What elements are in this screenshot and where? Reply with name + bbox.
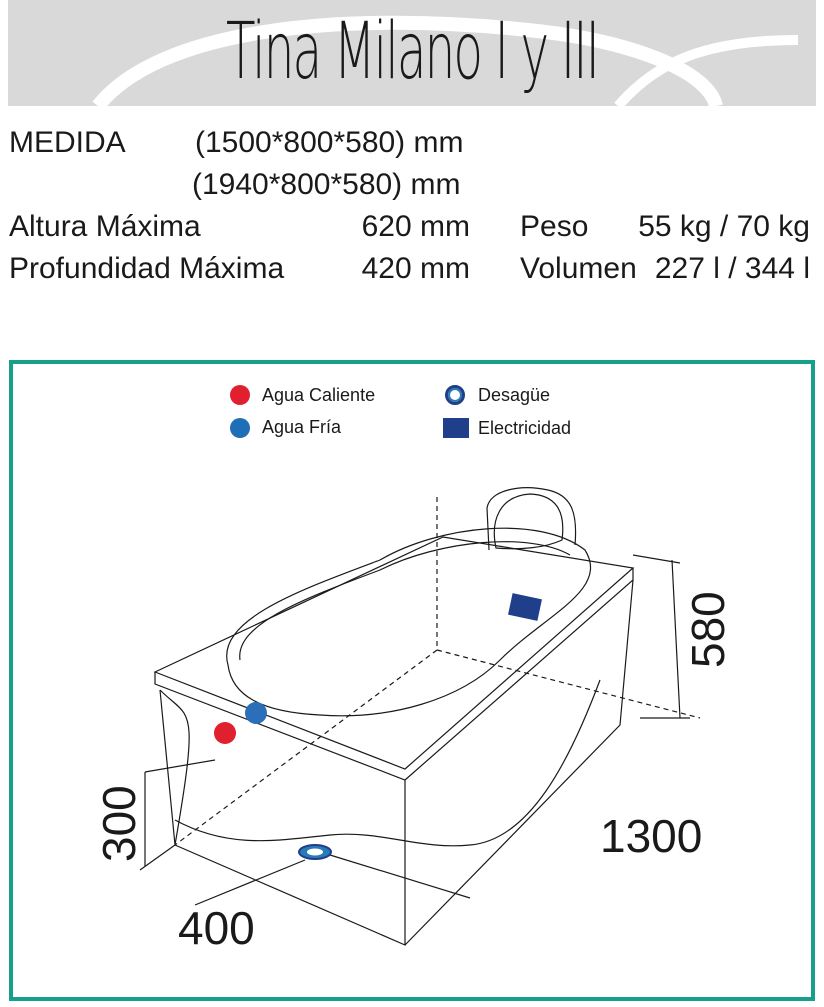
dim-length-label: 1300	[600, 810, 702, 862]
front-panel	[159, 689, 406, 946]
hidden-edge-right	[436, 649, 701, 719]
profundidad-label: Profundidad Máxima	[9, 252, 285, 285]
headrest-handle	[486, 487, 577, 551]
tub-basin-inner	[239, 541, 571, 661]
electricity-marker	[508, 593, 542, 621]
medida-label: MEDIDA	[9, 126, 126, 159]
hot-water-dot-icon	[230, 385, 250, 405]
drain-icon	[445, 385, 465, 405]
legend-cold-water: Agua Fría	[262, 417, 342, 437]
dim-1300-line	[329, 854, 471, 899]
apron-curve	[174, 679, 601, 847]
altura-value: 620 mm	[361, 210, 470, 243]
hidden-edge-left	[174, 649, 438, 846]
dim-height-label: 580	[682, 591, 734, 668]
drain-marker-center	[307, 848, 323, 856]
dim-400-line	[194, 859, 306, 906]
title-banner	[8, 0, 816, 106]
dim-580-line	[671, 559, 681, 719]
dim-300-top	[144, 759, 216, 773]
dim-300-bottom	[139, 844, 176, 871]
tub-rim-edge	[154, 568, 634, 781]
banner-swoosh	[92, 15, 799, 106]
legend-hot-water: Agua Caliente	[262, 385, 376, 405]
dim-580-top	[632, 554, 681, 564]
page-title: Tina Milano I y III	[225, 7, 600, 97]
cold-water-marker	[245, 702, 267, 724]
volumen-value: 227 l / 344 l	[654, 252, 810, 285]
tub-basin	[226, 527, 592, 717]
altura-label: Altura Máxima	[9, 210, 201, 243]
apron-left-curve	[159, 689, 190, 846]
peso-label: Peso	[520, 210, 589, 243]
medida-value-1: (1500*800*580) mm	[195, 126, 464, 159]
legend-drain: Desagüe	[478, 385, 551, 405]
side-panel	[404, 579, 634, 946]
electricity-icon	[443, 418, 469, 438]
hot-water-marker	[214, 722, 236, 744]
medida-value-2: (1940*800*580) mm	[192, 168, 461, 201]
legend-electricity: Electricidad	[478, 418, 572, 438]
cold-water-dot-icon	[230, 418, 250, 438]
headrest-pillow	[493, 493, 564, 550]
profundidad-value: 420 mm	[361, 252, 470, 285]
dim-side-height-label: 300	[93, 785, 145, 862]
dim-side-width-label: 400	[178, 902, 255, 954]
volumen-label: Volumen	[520, 252, 637, 285]
peso-value: 55 kg / 70 kg	[638, 210, 810, 243]
diagram-frame	[9, 360, 815, 1001]
